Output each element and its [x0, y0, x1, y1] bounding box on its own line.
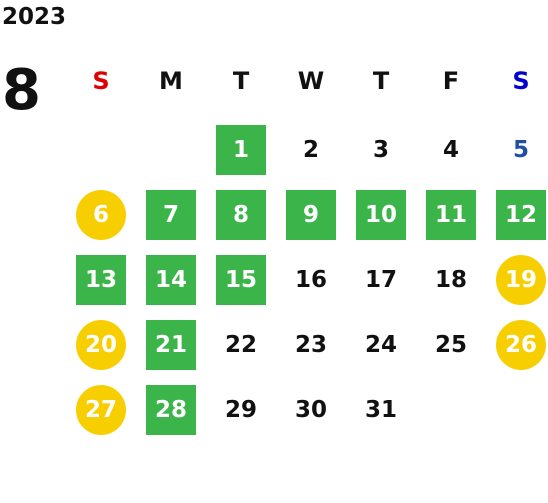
day-cell[interactable]: 17 [364, 267, 397, 293]
day-cell[interactable]: 24 [364, 332, 397, 358]
day-cell[interactable]: 14 [146, 255, 196, 305]
day-cell[interactable]: 10 [356, 190, 406, 240]
day-cell[interactable]: 22 [224, 332, 257, 358]
weekday-header-tue: T [232, 67, 250, 95]
day-cell[interactable]: 7 [146, 190, 196, 240]
day-cell[interactable]: 6 [76, 190, 126, 240]
weekday-header-fri: F [442, 67, 460, 95]
day-cell[interactable]: 1 [216, 125, 266, 175]
weekday-header-wed: W [297, 67, 325, 95]
day-cell[interactable]: 3 [372, 137, 389, 163]
day-cell[interactable]: 27 [76, 385, 126, 435]
day-cell[interactable]: 15 [216, 255, 266, 305]
weekday-header-thu: T [372, 67, 390, 95]
day-cell[interactable]: 13 [76, 255, 126, 305]
day-cell[interactable]: 8 [216, 190, 266, 240]
day-cell[interactable]: 19 [496, 255, 546, 305]
day-cell[interactable]: 9 [286, 190, 336, 240]
day-cell[interactable]: 18 [434, 267, 467, 293]
calendar-year: 2023 [2, 4, 67, 30]
day-cell[interactable]: 26 [496, 320, 546, 370]
day-cell[interactable]: 12 [496, 190, 546, 240]
day-cell[interactable]: 4 [442, 137, 459, 163]
day-cell[interactable]: 11 [426, 190, 476, 240]
day-cell[interactable]: 31 [364, 397, 397, 423]
weekday-header-sun: S [92, 67, 110, 95]
day-cell[interactable]: 21 [146, 320, 196, 370]
day-cell[interactable]: 25 [434, 332, 467, 358]
day-cell[interactable]: 28 [146, 385, 196, 435]
day-cell[interactable]: 2 [302, 137, 319, 163]
day-cell[interactable]: 23 [294, 332, 327, 358]
day-cell[interactable]: 16 [294, 267, 327, 293]
calendar-month: 8 [2, 58, 41, 123]
weekday-header-mon: M [159, 67, 183, 95]
day-cell[interactable]: 5 [512, 137, 529, 163]
weekday-header-sat: S [512, 67, 530, 95]
day-cell[interactable]: 29 [224, 397, 257, 423]
day-cell[interactable]: 20 [76, 320, 126, 370]
day-cell[interactable]: 30 [294, 397, 327, 423]
